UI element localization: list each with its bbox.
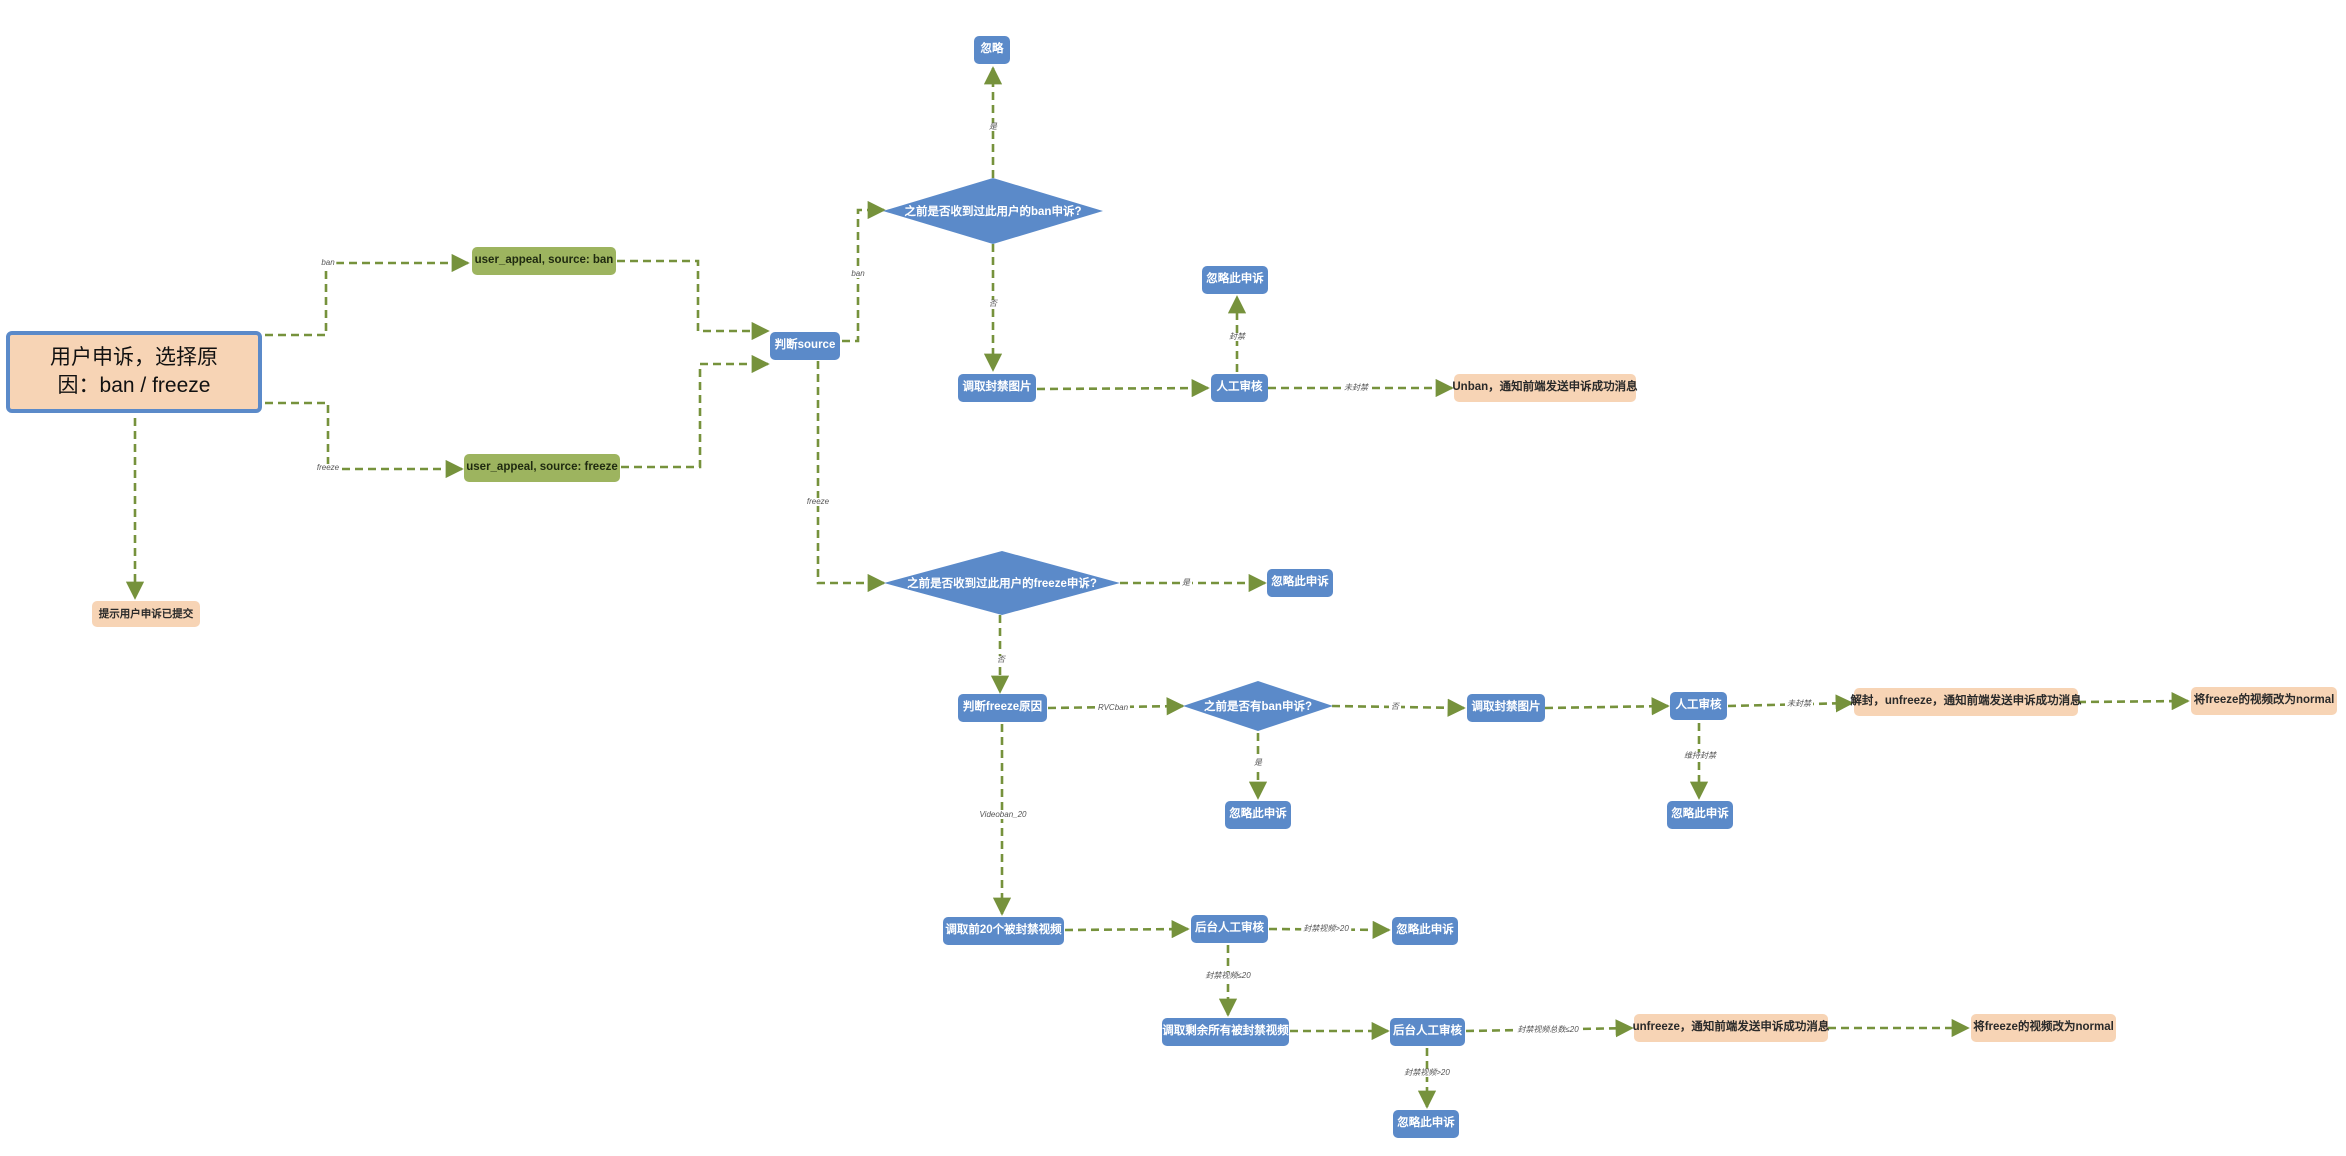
edge-label-has-ban-no: 否 (1389, 702, 1401, 711)
node-fetch-freeze-image: 调取封禁图片 (1467, 694, 1545, 722)
decision-ban-received-before: 之前是否收到过此用户的ban申诉? (904, 206, 1082, 218)
edge-label-le20-1: 封禁视频≤20 (1203, 971, 1253, 980)
edge-unfreeze-to-normal (2077, 692, 2190, 711)
edge-label-keep-ban: 封禁 (1227, 332, 1247, 341)
node-ignore-top: 忽略 (974, 36, 1010, 64)
edge-top20-to-backend1 (1064, 920, 1190, 939)
edge-start-to-appeal-ban (265, 253, 470, 337)
decision-has-ban-appeal: 之前是否有ban申诉? (1204, 701, 1312, 713)
node-ignore-appeal-ban: 忽略此申诉 (1202, 266, 1268, 294)
node-start: 用户申诉，选择原因：ban / freeze (6, 331, 262, 413)
node-ignore-has-ban: 忽略此申诉 (1225, 801, 1291, 829)
edge-label-all-lt20: 封禁视频总数≤20 (1515, 1025, 1581, 1034)
edge-label-freeze-yes: 是 (1180, 578, 1192, 587)
node-unban-notify: Unban，通知前端发送申诉成功消息 (1452, 374, 1638, 402)
node-appeal-submitted: 提示用户申诉已提交 (92, 601, 200, 627)
diamond-freeze-received-before (884, 551, 1120, 615)
node-fetch-remaining: 调取剩余所有被封禁视频 (1162, 1018, 1289, 1046)
edge-start-to-appeal-freeze (265, 401, 464, 479)
node-fetch-top20: 调取前20个被封禁视频 (943, 917, 1064, 945)
node-manual-review-ban: 人工审核 (1211, 374, 1268, 402)
edge-label-has-ban-yes: 是 (1252, 758, 1264, 767)
edge-label-source-ban: ban (849, 269, 867, 278)
edge-label-ban-yes: 是 (987, 122, 999, 131)
node-unban-unfreeze-notify: 解封，unfreeze，通知前端发送申诉成功消息 (1850, 688, 2082, 716)
node-judge-freeze-reason: 判断freeze原因 (958, 694, 1047, 722)
diamond-ban-received-before (883, 178, 1103, 244)
edge-label-ban-no: 否 (987, 299, 999, 308)
edge-label-source-freeze: freeze (804, 497, 832, 506)
edge-appeal-ban-to-judge (617, 259, 770, 341)
edge-review2-to-unfreeze (1727, 694, 1854, 713)
node-unfreeze-notify: unfreeze，通知前端发送申诉成功消息 (1633, 1014, 1829, 1042)
node-manual-review-freeze: 人工审核 (1670, 692, 1727, 720)
node-ignore-backend-2: 忽略此申诉 (1393, 1110, 1459, 1138)
node-ignore-backend-1: 忽略此申诉 (1392, 917, 1458, 945)
edge-judge-to-freeze-diamond (816, 361, 886, 593)
edge-appeal-freeze-to-judge (621, 354, 770, 469)
node-backend-review-2: 后台人工审核 (1390, 1018, 1465, 1046)
node-freeze-to-normal-1: 将freeze的视频改为normal (2191, 687, 2337, 715)
node-backend-review-1: 后台人工审核 (1191, 915, 1268, 943)
node-judge-source: 判断source (770, 332, 840, 360)
edge-label-gt20-1: 封禁视频>20 (1301, 924, 1351, 933)
node-fetch-ban-image: 调取封禁图片 (958, 374, 1036, 402)
edge-label-ban: ban (319, 258, 337, 267)
edge-label-rvcban: RVCban (1095, 703, 1131, 712)
edge-label-gt20-2: 封禁视频>20 (1402, 1068, 1452, 1077)
edge-fetch-to-review (1036, 378, 1210, 398)
node-ignore-freeze-dup: 忽略此申诉 (1267, 569, 1333, 597)
node-appeal-ban: user_appeal, source: ban (472, 247, 616, 275)
edge-label-keep-freeze: 维持封禁 (1682, 751, 1718, 760)
edge-fetch2-to-review2 (1544, 697, 1670, 716)
node-ignore-freeze-keep: 忽略此申诉 (1667, 801, 1733, 829)
edge-label-lift-freeze: 未封禁 (1785, 699, 1813, 708)
edge-label-videoban20: Videoban_20 (977, 810, 1029, 819)
decision-freeze-received-before: 之前是否收到过此用户的freeze申诉? (907, 578, 1097, 590)
node-freeze-to-normal-2: 将freeze的视频改为normal (1971, 1014, 2116, 1042)
node-appeal-freeze: user_appeal, source: freeze (464, 454, 620, 482)
edge-backend1-to-ignore (1268, 920, 1391, 939)
edge-label-lift-ban: 未封禁 (1342, 383, 1370, 392)
edge-label-freeze-no: 否 (995, 655, 1007, 664)
edge-label-freeze: freeze (314, 463, 342, 472)
diamond-has-ban-appeal (1183, 681, 1333, 731)
